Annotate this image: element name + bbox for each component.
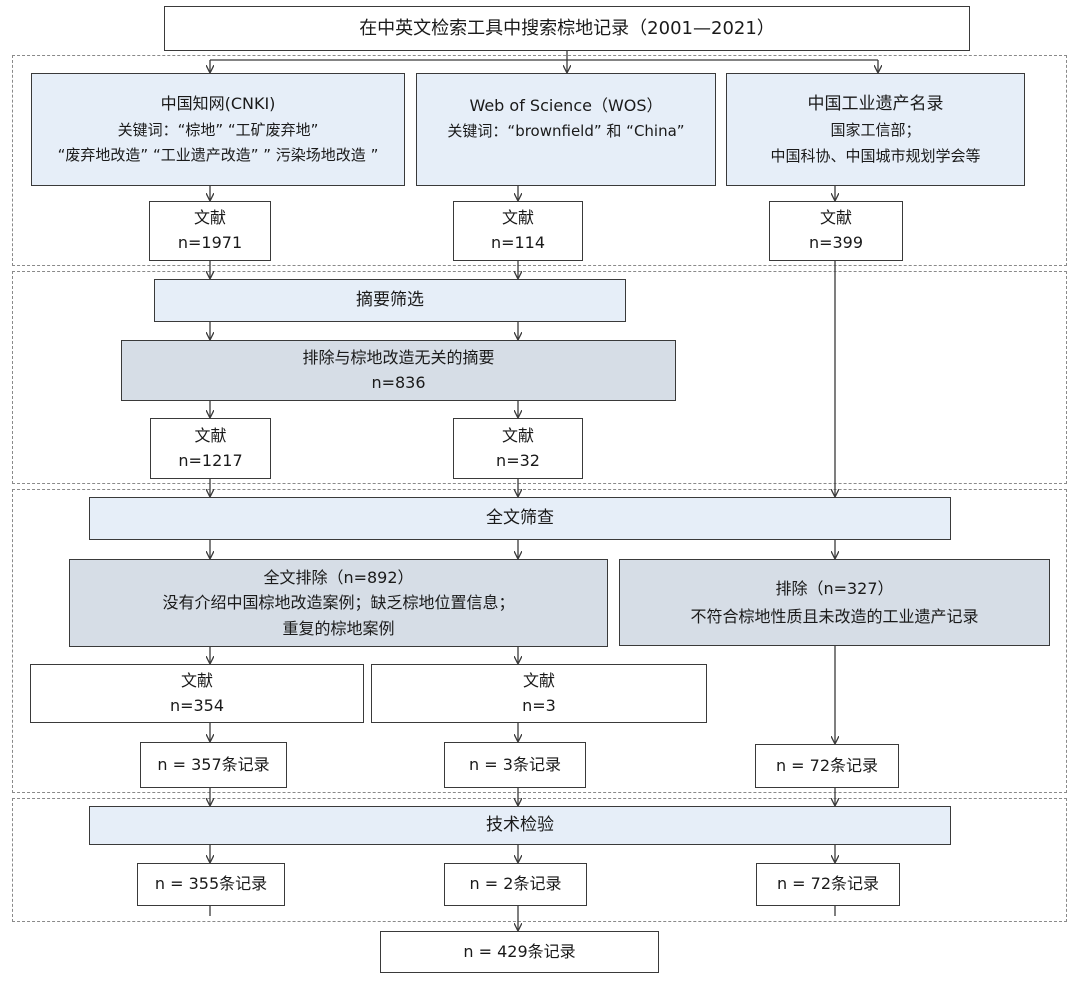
records-wos-tech: n = 2条记录: [444, 863, 587, 906]
doc-wos-fulltext: 文献 n=3: [371, 664, 707, 723]
tech-check-box: 技术检验: [89, 806, 951, 845]
source-cnki-keywords-1: 关键词：“棕地” “工矿废弃地”: [117, 120, 319, 139]
search-title: 在中英文检索工具中搜索棕地记录（2001—2021）: [359, 17, 775, 39]
abstract-screen-box: 摘要筛选: [154, 279, 626, 322]
search-title-box: 在中英文检索工具中搜索棕地记录（2001—2021）: [164, 6, 970, 51]
fulltext-screen-box: 全文筛查: [89, 497, 951, 540]
fulltext-exclude-right-box: 排除（n=327） 不符合棕地性质且未改造的工业遗产记录: [619, 559, 1050, 646]
source-wos-keywords: 关键词：“brownfield” 和 “China”: [447, 122, 685, 141]
doc-heritage-initial: 文献 n=399: [769, 201, 903, 261]
stage-abstract-screening: [12, 271, 1067, 484]
source-cnki-box: 中国知网(CNKI) 关键词：“棕地” “工矿废弃地” “废弃地改造” “工业遗…: [31, 73, 405, 186]
stage-identification: [12, 55, 1067, 266]
fulltext-exclude-left-box: 全文排除（n=892） 没有介绍中国棕地改造案例；缺乏棕地位置信息； 重复的棕地…: [69, 559, 608, 647]
source-wos-name: Web of Science（WOS）: [469, 96, 663, 115]
records-cnki-tech: n = 355条记录: [137, 863, 285, 906]
source-heritage-box: 中国工业遗产名录 国家工信部； 中国科协、中国城市规划学会等: [726, 73, 1025, 186]
stage-technical-check: [12, 798, 1067, 922]
source-heritage-name: 中国工业遗产名录: [807, 93, 944, 114]
records-heritage-tech: n = 72条记录: [756, 863, 900, 906]
doc-wos-initial: 文献 n=114: [453, 201, 583, 261]
records-wos-fulltext: n = 3条记录: [444, 742, 586, 788]
records-heritage-fulltext: n = 72条记录: [755, 744, 899, 788]
records-cnki-fulltext: n = 357条记录: [140, 742, 287, 788]
doc-cnki-fulltext: 文献 n=354: [30, 664, 364, 723]
doc-cnki-initial: 文献 n=1971: [149, 201, 271, 261]
source-wos-box: Web of Science（WOS） 关键词：“brownfield” 和 “…: [416, 73, 716, 186]
abstract-exclude-box: 排除与棕地改造无关的摘要 n=836: [121, 340, 676, 401]
source-heritage-org-1: 国家工信部；: [830, 121, 921, 140]
doc-cnki-abstract: 文献 n=1217: [150, 418, 271, 479]
source-cnki-name: 中国知网(CNKI): [160, 94, 276, 114]
final-records-box: n = 429条记录: [380, 931, 659, 973]
source-heritage-org-2: 中国科协、中国城市规划学会等: [770, 146, 981, 165]
source-cnki-keywords-2: “废弃地改造” “工业遗产改造” ” 污染场地改造 ”: [57, 146, 379, 165]
doc-wos-abstract: 文献 n=32: [453, 418, 583, 479]
stage-fulltext-screening: [12, 489, 1067, 793]
